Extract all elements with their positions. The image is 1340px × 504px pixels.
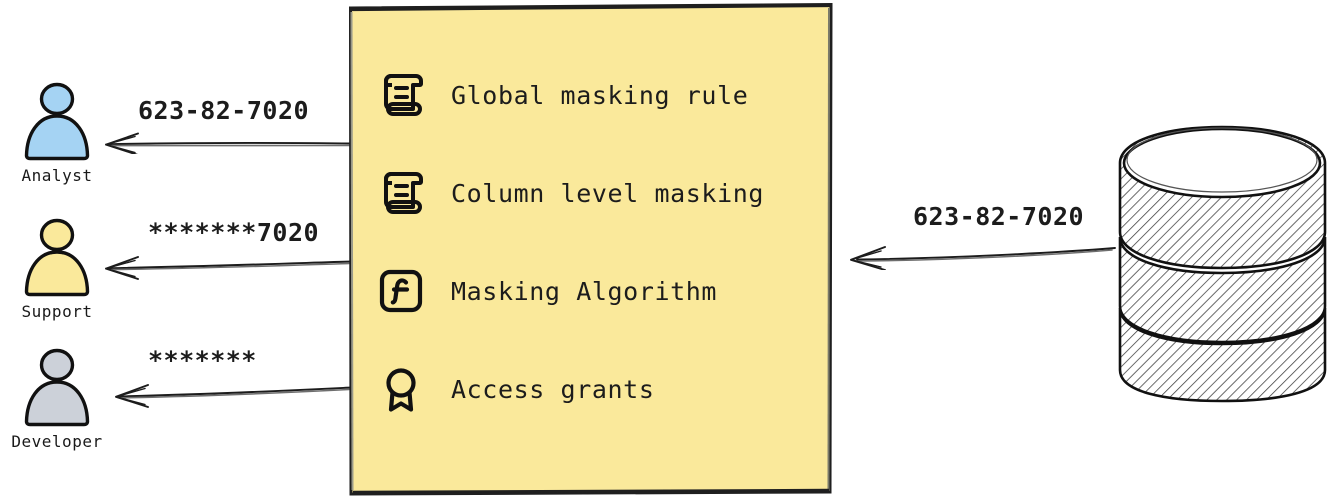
policy-row-list: Global masking rule Column level masking (377, 46, 817, 438)
policy-row-masking-algorithm[interactable]: Masking Algorithm (377, 242, 817, 340)
arrow-to-analyst: 623-82-7020 (100, 96, 353, 156)
scroll-document-icon (384, 172, 423, 214)
policy-row-column-level-masking[interactable]: Column level masking (377, 144, 817, 242)
policy-label: Access grants (451, 374, 655, 404)
person-icon (24, 348, 90, 427)
masking-policy-box: Global masking rule Column level masking (347, 2, 834, 496)
arrow-from-database: 623-82-7020 (845, 202, 1117, 271)
function-f-icon (379, 269, 423, 313)
arrow-label-database: 623-82-7020 (913, 202, 1085, 231)
arrow-to-support: *******7020 (100, 218, 353, 286)
actor-label-support: Support (21, 302, 93, 321)
person-icon (24, 218, 90, 297)
policy-label: Global masking rule (451, 80, 749, 110)
actor-analyst: Analyst (2, 82, 112, 185)
policy-label: Masking Algorithm (451, 276, 718, 306)
arrow-label-support: *******7020 (148, 218, 320, 247)
person-icon (24, 82, 90, 161)
arrow-to-developer: ******* (110, 346, 353, 414)
arrow-label-developer: ******* (148, 346, 257, 375)
actor-label-analyst: Analyst (21, 166, 93, 185)
database-cylinder-icon (1110, 120, 1335, 405)
award-ribbon-icon (386, 368, 416, 412)
policy-box-background (348, 2, 833, 496)
arrow-label-analyst: 623-82-7020 (138, 96, 310, 125)
policy-row-access-grants[interactable]: Access grants (377, 340, 817, 438)
policy-row-global-masking-rule[interactable]: Global masking rule (377, 46, 817, 144)
policy-label: Column level masking (451, 178, 765, 208)
actor-developer: Developer (2, 348, 112, 451)
scroll-document-icon (384, 74, 423, 116)
actor-label-developer: Developer (11, 432, 103, 451)
actor-support: Support (2, 218, 112, 321)
